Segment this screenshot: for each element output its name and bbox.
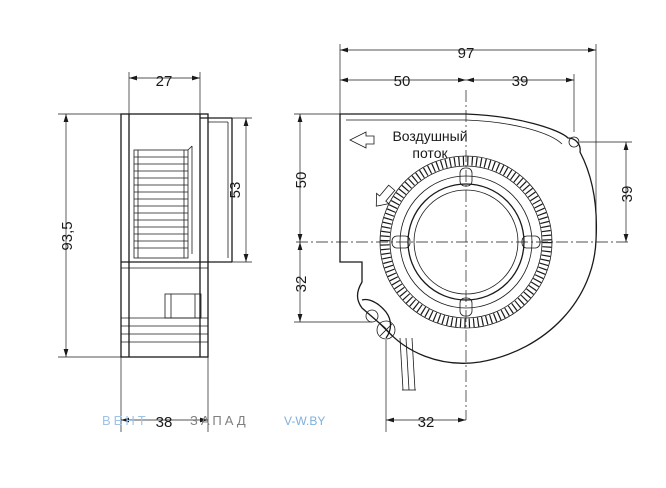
side-fins — [133, 145, 193, 259]
airflow-arrow-diagonal — [375, 184, 396, 207]
dim-left-width: 50 — [394, 73, 411, 90]
dim-bottom-width: 32 — [418, 414, 435, 431]
dim-left-height: 50 — [293, 172, 310, 189]
dim-side-outlet-height: 53 — [227, 182, 244, 199]
front-housing-outline — [339, 113, 598, 364]
dim-overall-width: 97 — [458, 45, 475, 62]
watermark-brand-part2: ЗАПАД — [190, 413, 249, 428]
watermark: ВЕНТ ЗАПАД V-W.BY — [102, 413, 325, 428]
dim-right-width: 39 — [512, 73, 529, 90]
dim-lower-height: 32 — [293, 276, 310, 293]
airflow-label-line2: поток — [412, 145, 448, 161]
watermark-brand-part1: ВЕНТ — [102, 413, 149, 428]
watermark-site: V-W.BY — [284, 414, 325, 428]
airflow-arrow-left — [349, 131, 375, 149]
cable-holder — [376, 320, 396, 340]
airflow-label-line1: Воздушный — [392, 128, 467, 144]
side-body-outline — [120, 113, 209, 358]
dim-side-width-bottom: 38 — [156, 414, 173, 431]
side-view: 27 93,5 53 38 — [58, 72, 252, 432]
dim-side-total-height: 93,5 — [59, 221, 76, 250]
front-view: Воздушный поток 97 50 39 50 32 39 32 — [293, 44, 636, 432]
dim-right-height: 39 — [619, 186, 636, 203]
dim-side-width-top: 27 — [156, 73, 173, 90]
mount-hole-right — [568, 136, 580, 148]
